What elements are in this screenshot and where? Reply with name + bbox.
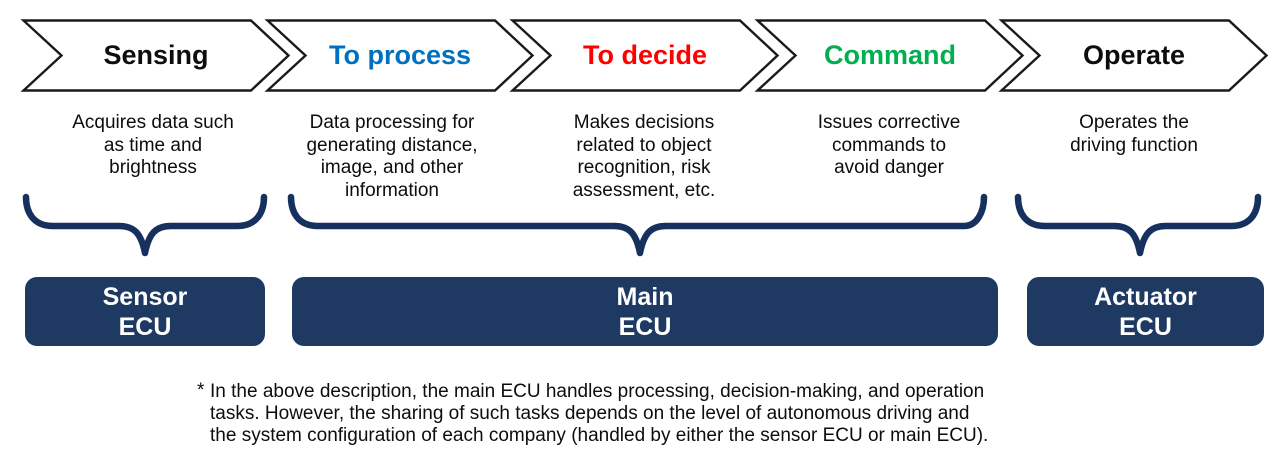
desc-line: generating distance, (306, 134, 478, 156)
brace-actuator-icon (1014, 193, 1262, 257)
stage-label-to-process: To process (328, 40, 472, 70)
ecu-label-line: ECU (618, 312, 672, 341)
ecu-box-sensor: Sensor ECU (25, 277, 265, 346)
footnote: * In the above description, the main ECU… (197, 380, 989, 447)
stage-description-command: Issues corrective commands to avoid dang… (774, 112, 1004, 180)
desc-line: Data processing for (309, 112, 475, 133)
stage-description-to-decide: Makes decisions related to object recogn… (529, 112, 759, 202)
desc-line: assessment, etc. (572, 179, 716, 201)
desc-line: recognition, risk (577, 157, 711, 178)
ecu-label-line: ECU (1119, 312, 1172, 341)
desc-line: information (345, 179, 439, 201)
stage-command: Command (754, 19, 1025, 92)
desc-line: Makes decisions (573, 112, 715, 133)
chevron-arrow-icon (509, 19, 780, 92)
desc-line: Issues corrective (817, 112, 961, 133)
stage-label-to-decide: To decide (582, 40, 708, 70)
footnote-marker: * (197, 380, 205, 401)
desc-line: Operates the (1079, 112, 1189, 133)
desc-line: driving function (1070, 134, 1198, 156)
desc-line: Acquires data such (72, 112, 234, 133)
stage-sensing: Sensing (20, 19, 291, 92)
stage-to-process: To process (264, 19, 535, 92)
desc-line: image, and other (320, 157, 464, 178)
stage-description-operate: Operates the driving function (1019, 112, 1249, 157)
ecu-box-actuator: Actuator ECU (1027, 277, 1264, 346)
desc-line: avoid danger (834, 157, 944, 178)
desc-line: as time and (103, 134, 203, 156)
footnote-line: In the above description, the main ECU h… (210, 381, 985, 402)
stage-label-command: Command (823, 40, 956, 70)
desc-line: commands to (831, 134, 947, 156)
ecu-box-main: Main ECU (292, 277, 998, 346)
stage-operate: Operate (998, 19, 1269, 92)
stage-label-sensing: Sensing (103, 40, 209, 70)
brace-main-icon (287, 193, 988, 257)
stage-description-to-process: Data processing for generating distance,… (277, 112, 507, 202)
ecu-label-line: Actuator (1094, 282, 1197, 311)
ecu-label-line: Sensor (102, 282, 188, 311)
desc-line: related to object (576, 134, 712, 156)
desc-line: brightness (109, 157, 197, 178)
footnote-line: the system configuration of each company… (210, 425, 989, 446)
stage-to-decide: To decide (509, 19, 780, 92)
ecu-label-line: Main (616, 282, 674, 311)
chevron-arrow-icon (20, 19, 291, 92)
ecu-label-line: ECU (118, 312, 172, 341)
stage-description-sensing: Acquires data such as time and brightnes… (38, 112, 268, 180)
chevron-arrow-icon (754, 19, 1025, 92)
chevron-arrow-icon (998, 19, 1269, 92)
brace-sensor-icon (22, 193, 268, 257)
chevron-arrow-icon (264, 19, 535, 92)
footnote-line: tasks. However, the sharing of such task… (210, 403, 970, 424)
stage-label-operate: Operate (1082, 40, 1186, 70)
